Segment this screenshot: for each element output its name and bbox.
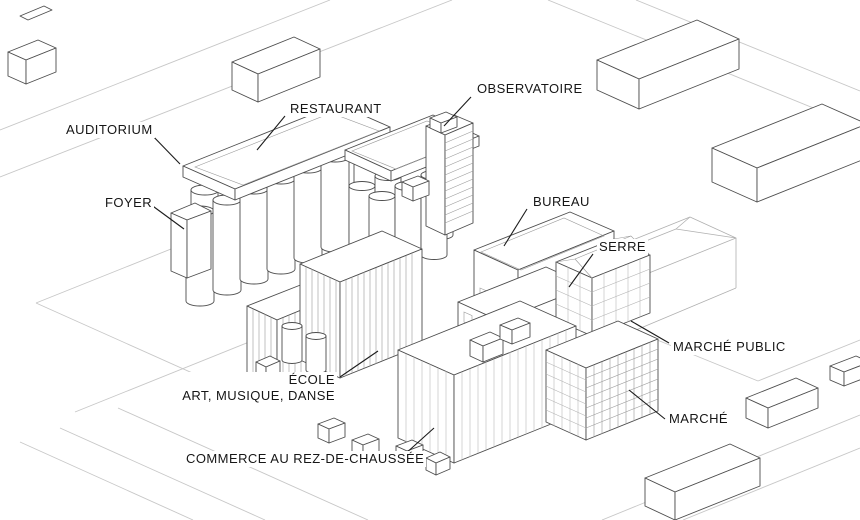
leader-bureau	[503, 208, 528, 247]
label-marche: MARCHÉ	[667, 411, 731, 427]
label-ecole: ÉCOLE ART, MUSIQUE, DANSE	[180, 372, 337, 404]
auditorium-roof-slab	[182, 103, 391, 201]
label-ecole-line1: ÉCOLE	[288, 372, 335, 387]
leader-serre	[568, 253, 594, 288]
marche-building	[545, 320, 659, 441]
label-marche-public: MARCHÉ PUBLIC	[671, 339, 788, 355]
label-commerce: COMMERCE AU REZ-DE-CHAUSSÉE	[184, 451, 427, 467]
ecole-building	[299, 230, 423, 379]
foyer-tower	[170, 202, 212, 279]
label-serre: SERRE	[597, 239, 649, 255]
serre-greenhouse	[555, 235, 651, 337]
leader-ecole	[339, 350, 379, 378]
label-auditorium: AUDITORIUM	[64, 122, 155, 138]
leader-foyer	[149, 203, 185, 230]
label-foyer: FOYER	[103, 195, 155, 211]
observatoire-tower	[401, 111, 474, 236]
context-buildings	[7, 5, 860, 520]
leader-commerce	[403, 427, 435, 456]
label-observatoire: OBSERVATOIRE	[475, 81, 585, 97]
leader-marche	[628, 389, 666, 420]
leader-observatoire	[443, 96, 472, 127]
leader-restaurant	[256, 115, 286, 151]
label-restaurant: RESTAURANT	[288, 101, 384, 117]
label-ecole-line2: ART, MUSIQUE, DANSE	[182, 388, 335, 403]
label-bureau: BUREAU	[531, 194, 592, 210]
commerce-building	[397, 300, 577, 464]
leader-marche-public	[630, 320, 670, 344]
